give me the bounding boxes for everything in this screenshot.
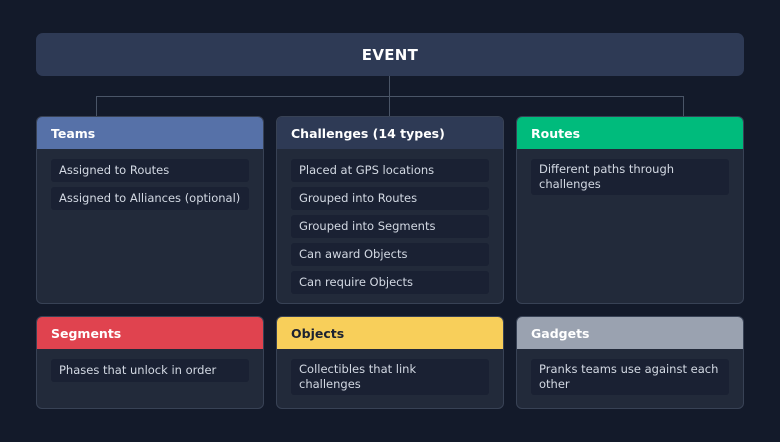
connector-trunk	[389, 76, 390, 96]
gadgets-card: Gadgets Pranks teams use against each ot…	[516, 316, 744, 409]
gadgets-title: Gadgets	[531, 325, 590, 341]
connector-teams	[96, 96, 97, 117]
routes-card: Routes Different paths through challenge…	[516, 116, 744, 304]
list-item: Grouped into Segments	[291, 215, 489, 238]
challenges-list: Placed at GPS locations Grouped into Rou…	[277, 149, 503, 294]
routes-list: Different paths through challenges	[517, 149, 743, 195]
segments-list: Phases that unlock in order	[37, 349, 263, 382]
gadgets-header: Gadgets	[517, 317, 743, 349]
teams-title: Teams	[51, 125, 96, 141]
connector-routes	[683, 96, 684, 117]
routes-header: Routes	[517, 117, 743, 149]
list-item: Grouped into Routes	[291, 187, 489, 210]
list-item: Phases that unlock in order	[51, 359, 249, 382]
list-item: Pranks teams use against each other	[531, 359, 729, 395]
list-item: Assigned to Routes	[51, 159, 249, 182]
objects-header: Objects	[277, 317, 503, 349]
list-item: Can award Objects	[291, 243, 489, 266]
objects-list: Collectibles that link challenges	[277, 349, 503, 395]
challenges-header: Challenges (14 types)	[277, 117, 503, 149]
list-item: Can require Objects	[291, 271, 489, 294]
segments-header: Segments	[37, 317, 263, 349]
objects-title: Objects	[291, 325, 345, 341]
event-title: EVENT	[361, 45, 419, 64]
list-item: Different paths through challenges	[531, 159, 729, 195]
teams-header: Teams	[37, 117, 263, 149]
segments-title: Segments	[51, 325, 122, 341]
gadgets-list: Pranks teams use against each other	[517, 349, 743, 395]
teams-list: Assigned to Routes Assigned to Alliances…	[37, 149, 263, 210]
list-item: Assigned to Alliances (optional)	[51, 187, 249, 210]
connector-challenges	[389, 96, 390, 117]
challenges-title: Challenges (14 types)	[291, 125, 445, 141]
segments-card: Segments Phases that unlock in order	[36, 316, 264, 409]
teams-card: Teams Assigned to Routes Assigned to All…	[36, 116, 264, 304]
challenges-card: Challenges (14 types) Placed at GPS loca…	[276, 116, 504, 304]
routes-title: Routes	[531, 125, 581, 141]
list-item: Collectibles that link challenges	[291, 359, 489, 395]
list-item: Placed at GPS locations	[291, 159, 489, 182]
objects-card: Objects Collectibles that link challenge…	[276, 316, 504, 409]
event-node: EVENT	[36, 33, 744, 76]
